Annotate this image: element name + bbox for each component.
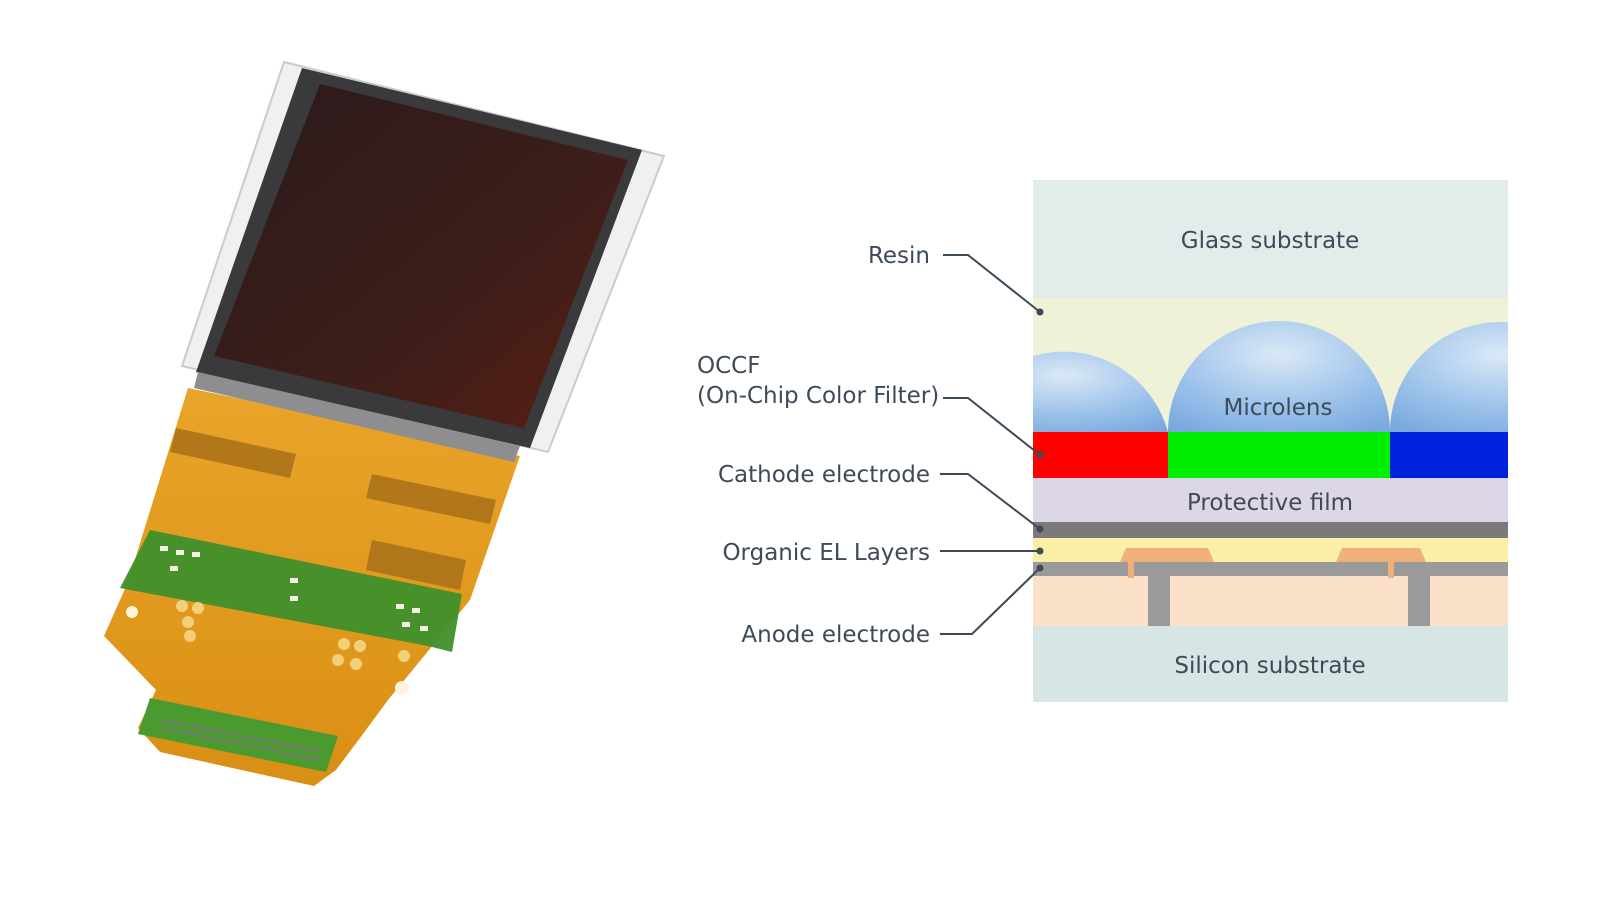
panel-connector-strip [194,372,520,462]
resin-callout: Resin [868,243,930,269]
anode-pad-right [1336,548,1426,562]
organic-el-layer [1033,538,1508,562]
trace-patterns [170,428,496,590]
cathode-dot [1036,525,1044,533]
anode-contact-left [1128,560,1134,578]
anode-via-right [1408,576,1430,626]
resin-leader [943,254,1041,313]
cathode-callout: Cathode electrode [718,462,930,488]
solder-pads [126,600,410,695]
color-filter-red [1033,432,1168,478]
cathode-leader [940,473,1041,530]
silicon-substrate-label: Silicon substrate [1174,653,1365,679]
protective-film-layer [1033,478,1508,522]
layer-labels: Glass substrate Microlens Protective fil… [1174,228,1365,679]
organic-el-dot [1036,547,1044,555]
occf-dot [1036,451,1044,459]
occf-callout-line1: OCCF [697,353,760,379]
anode-dot [1036,564,1044,572]
anode-callout: Anode electrode [741,622,930,648]
anode-via-left [1148,576,1170,626]
silicon-substrate-layer [1033,626,1508,702]
anode-leader [940,567,1041,635]
leader-dots [1036,308,1044,572]
glass-substrate-layer [1033,180,1508,298]
color-filter-blue [1390,432,1508,478]
display-active-area [214,84,628,428]
occf-leader [943,397,1041,456]
occf-callout-line2: (On-Chip Color Filter) [697,383,939,409]
microlens-array [1033,321,1508,432]
cross-section-diagram [1033,180,1508,702]
anode-pad-left [1120,548,1214,562]
leader-lines [940,254,1041,635]
smd-components [160,546,428,631]
oled-module-photo [104,60,666,786]
protective-film-label: Protective film [1187,490,1353,516]
color-filter-green [1168,432,1390,478]
organic-el-callout: Organic EL Layers [722,540,930,566]
pcb-band [120,530,462,652]
anode-metal-line [1033,562,1508,576]
glass-substrate-label: Glass substrate [1181,228,1359,254]
resin-dot [1036,308,1044,316]
anode-contact-right [1388,560,1394,578]
microlens-label: Microlens [1223,395,1332,421]
callout-labels: Resin OCCF (On-Chip Color Filter) Cathod… [697,243,939,648]
connector-pins [159,719,323,761]
cathode-layer [1033,522,1508,538]
